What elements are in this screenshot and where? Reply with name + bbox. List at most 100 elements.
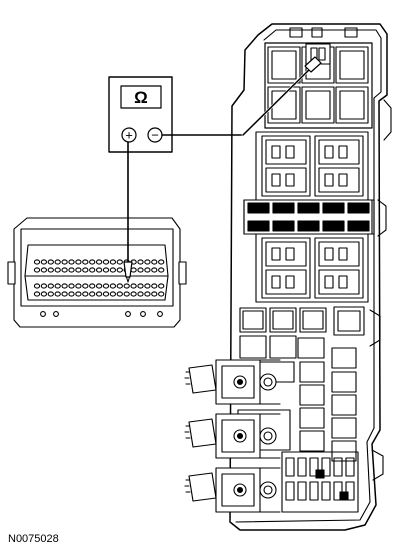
figure-id: N0075028 xyxy=(8,533,59,545)
positive-terminal-label: + xyxy=(125,128,133,143)
fuse-slot xyxy=(309,481,319,501)
ohm-symbol: Ω xyxy=(134,88,148,107)
connector-pin xyxy=(33,267,41,273)
relay xyxy=(239,307,267,333)
connector-pin xyxy=(40,267,48,273)
connector-pin xyxy=(102,259,110,265)
connector-pin xyxy=(33,291,41,297)
connector-pin xyxy=(144,283,151,289)
connector-pin xyxy=(151,291,158,297)
fuse-slot xyxy=(309,457,319,477)
connector-pin xyxy=(109,283,117,289)
connector-pin xyxy=(130,291,137,297)
relay-bank-lower xyxy=(237,306,365,462)
connector-pin xyxy=(82,283,89,289)
connector-pin xyxy=(102,267,110,273)
mini-fuse xyxy=(247,202,270,214)
cable-lug xyxy=(188,418,217,448)
relay xyxy=(299,407,325,429)
connector-pin xyxy=(47,259,54,265)
fuse-slot xyxy=(285,457,295,477)
connector-pin xyxy=(109,291,117,297)
connector-pin xyxy=(144,259,151,265)
connector-pin xyxy=(68,283,75,289)
relay xyxy=(335,46,369,84)
connector-pin xyxy=(61,267,68,273)
relay-block xyxy=(314,135,364,197)
mini-fuse xyxy=(322,220,345,232)
mini-fuse xyxy=(272,202,295,214)
fuse-slot xyxy=(321,481,331,501)
fuse-slot xyxy=(297,481,307,501)
connector-pin xyxy=(89,259,96,265)
relay xyxy=(331,417,357,439)
connector-pin xyxy=(102,283,110,289)
connector-pin-row-upper xyxy=(33,259,165,273)
connector-pin xyxy=(137,291,144,297)
connector-pin xyxy=(47,267,54,273)
relay xyxy=(269,307,297,333)
relay-block xyxy=(261,135,311,197)
connector-pin xyxy=(158,283,165,289)
connector-pin xyxy=(61,291,68,297)
relay-block xyxy=(314,237,364,299)
connector-pin xyxy=(68,291,75,297)
fuse-slot xyxy=(333,457,343,477)
connector-pin xyxy=(123,283,130,289)
connector-pin xyxy=(109,259,117,265)
connector-pin xyxy=(144,267,151,273)
fuse-slot xyxy=(321,457,331,477)
mini-fuse xyxy=(322,202,345,214)
ohmmeter: Ω + − xyxy=(108,76,173,153)
connector-pin xyxy=(40,259,48,265)
connector-pin xyxy=(137,283,144,289)
relay xyxy=(331,440,357,462)
connector-pin xyxy=(75,283,82,289)
connector-pin xyxy=(68,259,75,265)
module-connector xyxy=(7,217,187,328)
mini-fuse xyxy=(272,220,295,232)
relay xyxy=(331,394,357,416)
connector-pin xyxy=(82,259,89,265)
connector-pin xyxy=(95,283,103,289)
mini-fuse xyxy=(347,220,370,232)
cable-lug xyxy=(188,364,217,394)
stud-bolt xyxy=(259,373,277,391)
fuse-slots-bottom xyxy=(281,451,359,513)
connector-pin xyxy=(95,291,103,297)
mini-fuse xyxy=(247,220,270,232)
connector-pin-row-lower xyxy=(33,283,165,297)
connector-pin xyxy=(54,291,61,297)
relay xyxy=(335,86,369,124)
connector-pin xyxy=(158,291,165,297)
connector-pin xyxy=(123,291,130,297)
negative-terminal-label: − xyxy=(151,128,159,143)
relay-bank-middle xyxy=(243,131,373,303)
connector-pin xyxy=(144,291,151,297)
meter-display xyxy=(120,85,162,109)
connector-pin xyxy=(89,267,96,273)
relay xyxy=(299,361,325,383)
connector-pin xyxy=(151,267,158,273)
connector-pin xyxy=(158,267,165,273)
fuse-slot xyxy=(345,457,355,477)
connector-pin xyxy=(109,267,117,273)
relay-bank-top xyxy=(267,43,369,124)
stud-bolt xyxy=(259,481,277,499)
power-cable-studs xyxy=(184,359,281,513)
connector-pin xyxy=(75,267,82,273)
fuse-slot xyxy=(333,481,343,501)
fuse-slot xyxy=(285,481,295,501)
connector-pin xyxy=(40,283,48,289)
fuse-slot xyxy=(345,481,355,501)
connector-pin xyxy=(137,267,144,273)
cable-lug xyxy=(188,472,217,502)
connector-pin xyxy=(54,283,61,289)
positive-terminal[interactable] xyxy=(121,127,137,143)
relay xyxy=(299,430,325,452)
connector-pin xyxy=(54,267,61,273)
connector-pin xyxy=(68,267,75,273)
connector-pin xyxy=(95,267,103,273)
connector-pin xyxy=(89,283,96,289)
